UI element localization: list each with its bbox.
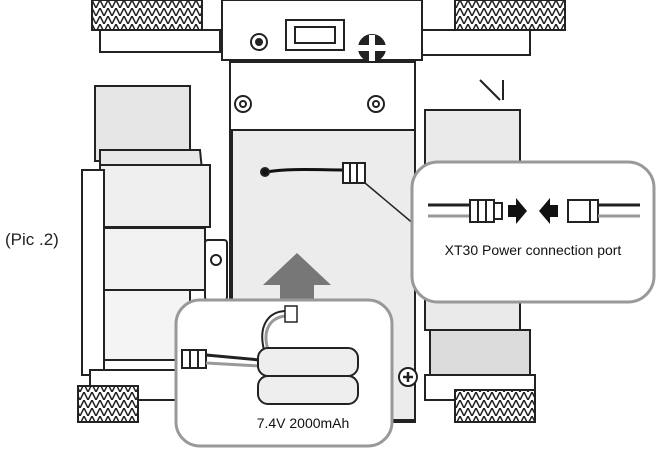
battery-callout: 7.4V 2000mAh — [174, 298, 394, 448]
connector-caption: XT30 Power connection port — [445, 242, 622, 258]
arrow-right-icon — [508, 198, 527, 224]
battery-caption: 7.4V 2000mAh — [257, 415, 350, 431]
male-plug-icon — [428, 199, 503, 223]
front-right-wheel — [454, 0, 566, 31]
xt30-plug-icon — [181, 349, 261, 369]
connector-callout: XT30 Power connection port — [410, 160, 656, 304]
front-left-wheel — [91, 0, 203, 31]
arrow-left-icon — [539, 198, 558, 224]
female-plug-icon — [567, 199, 640, 223]
rear-right-wheel — [454, 389, 536, 423]
balance-plug-icon — [261, 305, 298, 351]
left-chassis — [77, 0, 228, 423]
xt30-port — [342, 162, 366, 184]
figure-label: (Pic .2) — [5, 230, 59, 249]
battery-pack-icon — [257, 347, 359, 405]
rear-left-wheel — [77, 385, 139, 423]
